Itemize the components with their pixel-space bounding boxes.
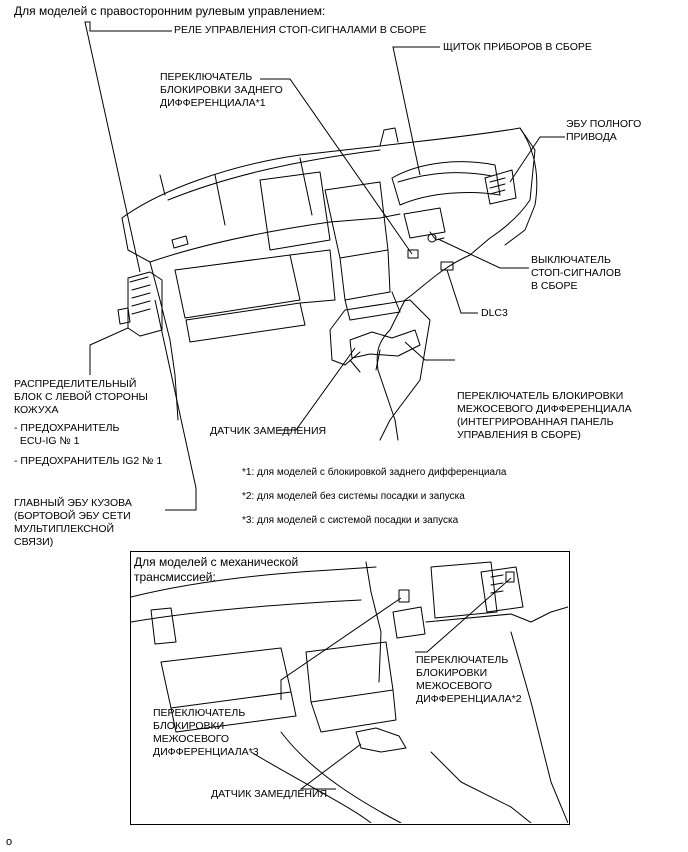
meter-cluster — [391, 161, 501, 206]
label-main-body-ecu: ГЛАВНЫЙ ЭБУ КУЗОВА (БОРТОВОЙ ЭБУ СЕТИ МУ… — [14, 497, 132, 548]
label-decel-sensor: ДАТЧИК ЗАМЕДЛЕНИЯ — [210, 425, 327, 437]
label-4wd-ecu: ЭБУ ПОЛНОГО ПРИВОДА — [566, 118, 642, 143]
console-outline — [329, 299, 431, 441]
label-center-diff-switch-panel: ПЕРЕКЛЮЧАТЕЛЬ БЛОКИРОВКИ МЕЖОСЕВОГО ДИФФ… — [457, 390, 632, 441]
label-dlc3: DLC3 — [481, 307, 508, 319]
note-3: *3: для моделей с системой посадки и зап… — [242, 515, 459, 526]
inset-leader-switch-3 — [280, 597, 402, 700]
leader-stop-switch — [437, 238, 529, 269]
glovebox-outline — [174, 254, 301, 319]
inset-label-center-diff-2: ПЕРЕКЛЮЧАТЕЛЬ БЛОКИРОВКИ МЕЖОСЕВОГО ДИФФ… — [416, 654, 522, 705]
leader-main-ecu — [154, 299, 197, 511]
leader-4wd-ecu — [509, 136, 565, 183]
page-header: Для моделей с правосторонним рулевым упр… — [14, 4, 326, 18]
leader-decel — [278, 347, 356, 431]
label-junction-block: РАСПРЕДЕЛИТЕЛЬНЫЙ БЛОК С ЛЕВОЙ СТОРОНЫ К… — [14, 378, 148, 416]
leader-stop-relay — [84, 21, 172, 273]
dashboard-outline — [121, 127, 536, 441]
leader-junction — [89, 327, 129, 375]
label-stop-switch: ВЫКЛЮЧАТЕЛЬ СТОП-СИГНАЛОВ В СБОРЕ — [531, 254, 622, 292]
leader-center-diff — [404, 341, 455, 361]
inset-illustration — [131, 561, 568, 823]
manual-transmission-inset: Для моделей с механической трансмиссией:… — [130, 551, 570, 825]
label-fuse-ig2: - ПРЕДОХРАНИТЕЛЬ IG2 № 1 — [14, 455, 163, 467]
label-fuse-ecu-ig: - ПРЕДОХРАНИТЕЛЬ ECU-IG № 1 — [14, 422, 120, 447]
leader-rear-diff — [260, 78, 413, 255]
inset-leader-switch-2 — [415, 577, 512, 653]
note-2: *2: для моделей без системы посадки и за… — [242, 491, 465, 502]
leader-meter — [392, 46, 440, 176]
label-stop-relay: РЕЛЕ УПРАВЛЕНИЯ СТОП-СИГНАЛАМИ В СБОРЕ — [174, 24, 427, 36]
inset-leader-decel — [299, 743, 362, 790]
inset-label-decel-sensor: ДАТЧИК ЗАМЕДЛЕНИЯ — [211, 788, 328, 800]
inset-title: Для моделей с механической трансмиссией: — [134, 555, 299, 584]
footer-mark: o — [6, 836, 13, 848]
label-meter: ЩИТОК ПРИБОРОВ В СБОРЕ — [443, 41, 592, 53]
label-rear-diff-switch: ПЕРЕКЛЮЧАТЕЛЬ БЛОКИРОВКИ ЗАДНЕГО ДИФФЕРЕ… — [160, 71, 283, 109]
leader-dlc3 — [446, 269, 478, 314]
note-1: *1: для моделей с блокировкой заднего ди… — [242, 467, 507, 478]
inset-label-center-diff-3: ПЕРЕКЛЮЧАТЕЛЬ БЛОКИРОВКИ МЕЖОСЕВОГО ДИФФ… — [153, 707, 259, 758]
